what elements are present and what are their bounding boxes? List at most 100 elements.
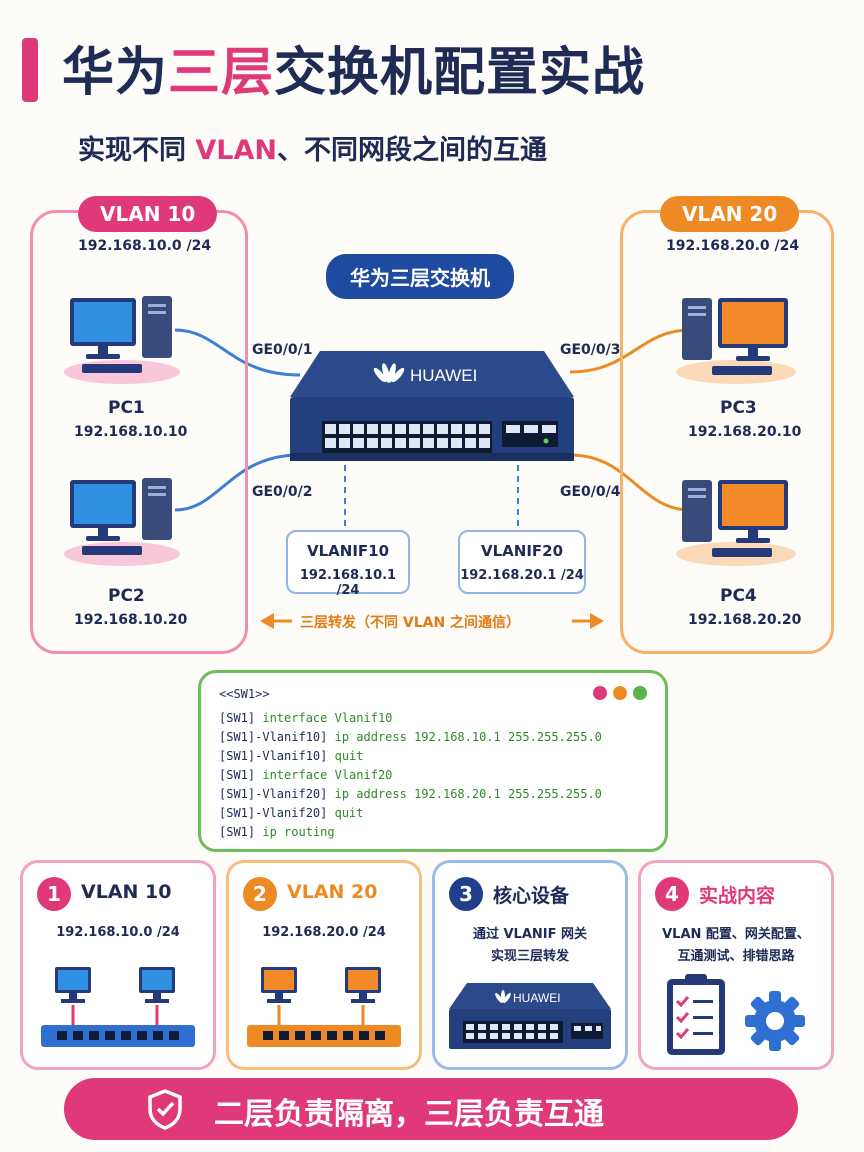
topology-links <box>174 328 691 629</box>
terminal-command: interface Vlanif20 <box>262 768 393 782</box>
terminal-prompt: [SW1] <box>219 711 263 725</box>
l3-arrow-right-head <box>590 613 604 629</box>
card-vlan10: 1 VLAN 10 192.168.10.0 /24 <box>20 860 216 1070</box>
terminal-command: ip address 192.168.10.1 255.255.255.0 <box>334 730 602 744</box>
core-switch-icon: HUAWEI <box>449 983 611 1049</box>
card3-badge: 3 <box>449 877 483 911</box>
switch-port <box>353 438 364 448</box>
terminal-command: ip routing <box>262 825 335 839</box>
page-title: 华为三层交换机配置实战 <box>62 43 646 103</box>
card3-line2: 实现三层转发 <box>490 949 569 964</box>
pc1-name: PC1 <box>108 398 145 418</box>
terminal-dot-green <box>633 686 647 700</box>
card1-badge: 1 <box>37 877 71 911</box>
huawei-switch-icon: HUAWEI <box>290 351 574 461</box>
terminal-command: ip address 192.168.20.1 255.255.255.0 <box>334 787 602 801</box>
vlanif10-box: VLANIF10 192.168.10.1 /24 <box>286 530 410 598</box>
core-switch-brand: HUAWEI <box>513 991 561 1005</box>
switch-port <box>437 424 448 434</box>
pc3-ip: 192.168.20.10 <box>688 424 802 440</box>
terminal-prompt: [SW1]-Vlanif10] <box>219 730 335 744</box>
footer-text: 二层负责隔离，三层负责互通 <box>214 1097 604 1132</box>
switch-port <box>423 424 434 434</box>
switch-port <box>409 438 420 448</box>
pc2-name: PC2 <box>108 586 145 606</box>
vlan20-subnet: 192.168.20.0 /24 <box>666 238 800 254</box>
switch-brand: HUAWEI <box>410 366 477 385</box>
vlan10-lan-icon <box>41 967 195 1047</box>
switch-port <box>465 424 476 434</box>
card4-badge: 4 <box>655 877 689 911</box>
port-label-ge003: GE0/0/3 <box>560 342 621 358</box>
terminal-line: [SW1]-Vlanif10] quit <box>219 747 602 766</box>
switch-port <box>367 424 378 434</box>
terminal-command: quit <box>334 749 364 763</box>
vlanif10-ip: 192.168.10.1 /24 <box>299 568 397 598</box>
vlan10-subnet: 192.168.10.0 /24 <box>78 238 212 254</box>
pc4-name: PC4 <box>720 586 757 606</box>
footer-banner: 二层负责隔离，三层负责互通 <box>64 1078 798 1140</box>
terminal-prompt: [SW1]-Vlanif20] <box>219 806 335 820</box>
terminal-line: [SW1]-Vlanif20] ip address 192.168.20.1 … <box>219 785 602 804</box>
card4-line1: VLAN 配置、网关配置、 <box>662 927 810 942</box>
card1-title: VLAN 10 <box>81 881 172 903</box>
card-vlan20: 2 VLAN 20 192.168.20.0 /24 <box>226 860 422 1070</box>
switch-port <box>437 438 448 448</box>
vlan10-tag: VLAN 10 <box>78 196 218 232</box>
pc2-ip: 192.168.10.20 <box>74 612 188 628</box>
pc4-ip: 192.168.20.20 <box>688 612 802 628</box>
switch-port-grid <box>322 421 492 453</box>
port-label-ge002: GE0/0/2 <box>252 484 313 500</box>
terminal-window-dots <box>587 685 647 704</box>
switch-port <box>451 438 462 448</box>
card1-subnet: 192.168.10.0 /24 <box>56 925 180 940</box>
terminal-prompt: [SW1] <box>219 825 263 839</box>
l3-forwarding-label: 三层转发（不同 VLAN 之间通信） <box>300 615 521 631</box>
terminal-command: interface Vlanif10 <box>262 711 393 725</box>
gear-icon <box>745 991 805 1051</box>
terminal-line: [SW1]-Vlanif10] ip address 192.168.10.1 … <box>219 728 602 747</box>
switch-port <box>381 424 392 434</box>
vlan20-tag: VLAN 20 <box>660 196 800 232</box>
terminal-prompt: [SW1] <box>219 768 263 782</box>
vlan20-lan-icon <box>247 967 401 1047</box>
terminal-header: <<SW1>> <box>219 687 270 701</box>
pc4-computer-icon <box>676 480 796 566</box>
pc1-computer-icon <box>64 296 180 384</box>
switch-label: 华为三层交换机 <box>326 254 514 299</box>
switch-port <box>367 438 378 448</box>
terminal-dot-orange <box>613 686 627 700</box>
card-practice-content: 4 实战内容 VLAN 配置、网关配置、 互通测试、排错思路 <box>638 860 834 1070</box>
terminal-line: [SW1] interface Vlanif10 <box>219 709 602 728</box>
switch-port <box>339 438 350 448</box>
terminal-line: [SW1] ip routing <box>219 823 602 842</box>
switch-port <box>409 424 420 434</box>
l3-arrow-left-head <box>260 613 274 629</box>
card2-subnet: 192.168.20.0 /24 <box>262 925 386 940</box>
switch-port <box>395 424 406 434</box>
title-accent-bar <box>22 38 38 102</box>
switch-port <box>451 424 462 434</box>
switch-port <box>423 438 434 448</box>
terminal-lines: [SW1] interface Vlanif10[SW1]-Vlanif10] … <box>219 709 602 842</box>
page-subtitle: 实现不同 VLAN、不同网段之间的互通 <box>78 135 547 166</box>
huawei-logo-icon <box>373 363 405 383</box>
card3-title: 核心设备 <box>493 885 570 907</box>
port-label-ge001: GE0/0/1 <box>252 342 313 358</box>
switch-port <box>465 438 476 448</box>
switch-port <box>353 424 364 434</box>
terminal-command: quit <box>334 806 364 820</box>
vlanif10-name: VLANIF10 <box>306 542 390 560</box>
card4-title: 实战内容 <box>699 885 776 907</box>
switch-port <box>479 424 490 434</box>
vlanif20-box: VLANIF20 192.168.20.1 /24 <box>458 530 586 594</box>
switch-port <box>325 424 336 434</box>
terminal-dot-pink <box>593 686 607 700</box>
switch-port <box>381 438 392 448</box>
terminal-prompt: [SW1]-Vlanif10] <box>219 749 335 763</box>
checklist-clipboard-icon <box>667 974 725 1055</box>
card2-title: VLAN 20 <box>287 881 378 903</box>
shield-check-icon <box>148 1089 182 1130</box>
card-core-device: 3 核心设备 通过 VLANIF 网关 实现三层转发 HUAWEI <box>432 860 628 1070</box>
link-pc1 <box>174 328 301 377</box>
